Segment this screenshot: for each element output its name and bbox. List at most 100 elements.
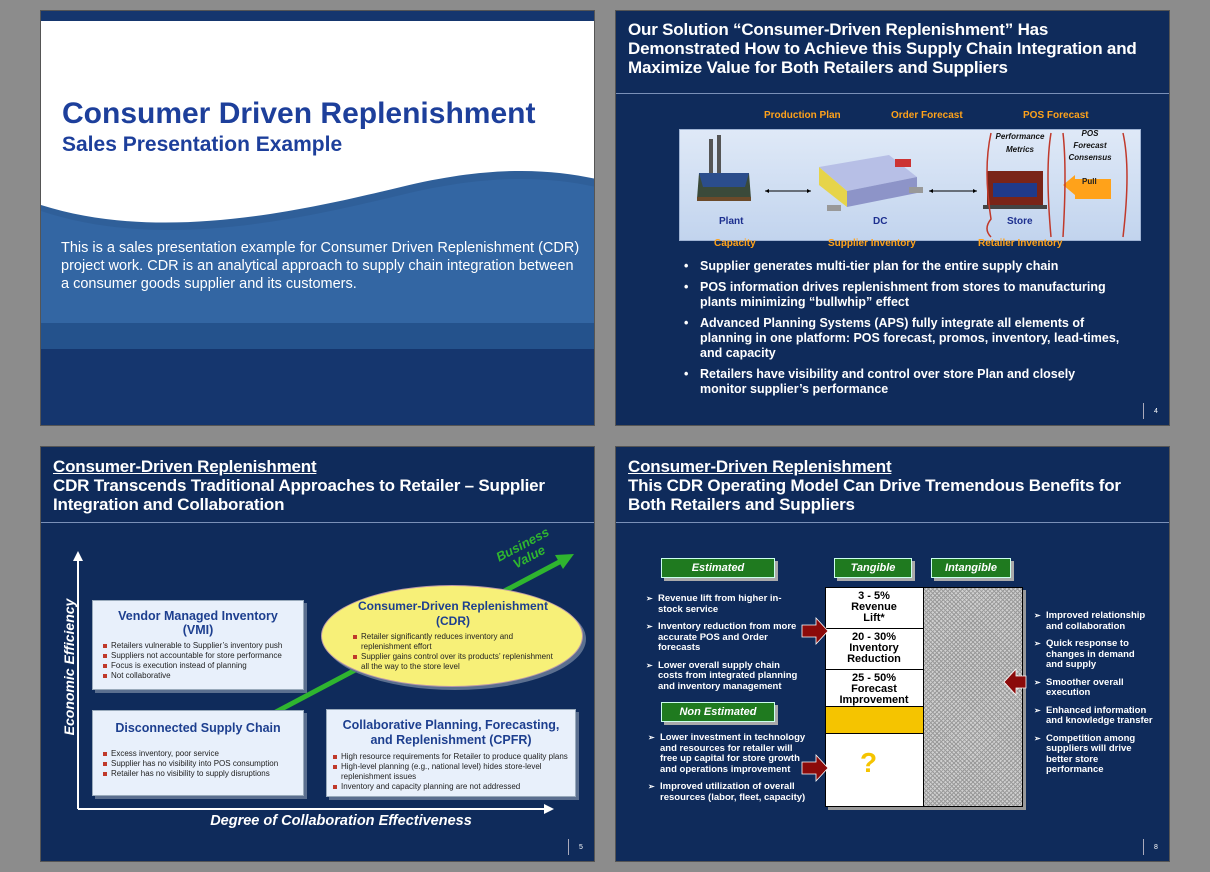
list-item: Competition among suppliers will drive b… <box>1034 733 1154 776</box>
pull-arrow <box>1063 175 1111 199</box>
list-item: Smoother overall execution <box>1034 677 1154 699</box>
list-item: Retailer has no visibility to supply dis… <box>103 769 293 779</box>
label-retailer-inventory: Retailer Inventory <box>978 238 1063 249</box>
top-band <box>41 11 594 21</box>
intangible-list: Improved relationship and collaboration … <box>1034 610 1154 783</box>
slide1-title: Consumer Driven Replenishment <box>62 97 536 130</box>
slide2-titlebar: Our Solution “Consumer-Driven Replenishm… <box>616 11 1169 94</box>
slide-solution: Our Solution “Consumer-Driven Replenishm… <box>615 10 1170 426</box>
disconnected-title: Disconnected Supply Chain <box>115 721 281 735</box>
plant-icon <box>697 135 751 201</box>
value-range: 25 - 50% <box>851 672 897 684</box>
performance-metrics-label: Performance Metrics <box>995 132 1045 154</box>
tangible-values: 3 - 5% Revenue Lift* 20 - 30% Inventory … <box>825 591 923 706</box>
wave-graphic <box>41 170 594 425</box>
page-number: 8 <box>1154 844 1158 851</box>
disconnected-list: Excess inventory, poor service Supplier … <box>103 749 293 779</box>
pull-label: Pull <box>1082 177 1097 186</box>
list-item: Lower overall supply chain costs from in… <box>646 660 806 693</box>
list-item: High-level planning (e.g., national leve… <box>333 762 569 782</box>
cdr-ellipse <box>321 585 583 687</box>
value-label: Forecast Improvement <box>839 683 909 706</box>
list-item: Lower investment in technology and resou… <box>648 732 808 775</box>
slide-transcends: Consumer-Driven Replenishment CDR Transc… <box>40 446 595 862</box>
node-dc: DC <box>873 216 888 227</box>
slide-title: Consumer Driven Replenishment Sales Pres… <box>40 10 595 426</box>
list-item: Supplier gains control over its products… <box>353 652 553 672</box>
intangible-header: Intangible <box>931 558 1011 578</box>
disconnected-card: Disconnected Supply Chain Excess invento… <box>92 710 304 796</box>
page-number: 5 <box>579 844 583 851</box>
slide-benefits: Consumer-Driven Replenishment This CDR O… <box>615 446 1170 862</box>
non-estimated-header: Non Estimated <box>661 702 775 722</box>
cdr-title: Consumer-Driven Replenishment (CDR) <box>357 599 549 628</box>
list-item: High resource requirements for Retailer … <box>333 752 569 762</box>
page-divider <box>568 839 569 855</box>
right-arrow-icon <box>801 616 829 646</box>
slide3-title: Consumer-Driven Replenishment CDR Transc… <box>53 457 588 514</box>
tangible-yellow-band <box>826 706 923 734</box>
list-item: Suppliers not accountable for store perf… <box>103 651 293 661</box>
value-label: Inventory Reduction <box>847 642 901 665</box>
store-icon <box>983 171 1047 209</box>
estimated-header: Estimated <box>661 558 775 578</box>
dc-icon <box>819 155 923 211</box>
node-plant: Plant <box>719 216 744 227</box>
cpfr-title: Collaborative Planning, Forecasting, and… <box>342 718 560 747</box>
list-item: Quick response to changes in demand and … <box>1034 638 1154 671</box>
left-arrow-icon <box>1003 667 1027 697</box>
slide3-title-line1: Consumer-Driven Replenishment <box>53 457 317 476</box>
list-item: Inventory and capacity planning are not … <box>333 782 569 792</box>
divider <box>825 628 923 629</box>
page-number: 4 <box>1154 408 1158 415</box>
bullet-item: POS information drives replenishment fro… <box>682 280 1122 310</box>
slide4-title-line1: Consumer-Driven Replenishment <box>628 457 892 476</box>
cpfr-list: High resource requirements for Retailer … <box>333 752 569 792</box>
slide3-title-line2: CDR Transcends Traditional Approaches to… <box>53 476 545 514</box>
bullet-item: Retailers have visibility and control ov… <box>682 367 1122 397</box>
intangible-column <box>923 587 1023 807</box>
pos-consensus-label: POS Forecast Consensus <box>1068 129 1112 162</box>
bullet-item: Supplier generates multi-tier plan for t… <box>682 259 1122 274</box>
list-item: Improved relationship and collaboration <box>1034 610 1154 632</box>
bullet-item: Advanced Planning Systems (APS) fully in… <box>682 316 1122 361</box>
slide1-subtitle: Sales Presentation Example <box>62 133 343 156</box>
list-item: Enhanced information and knowledge trans… <box>1034 705 1154 727</box>
label-order-forecast: Order Forecast <box>891 110 963 121</box>
value-range: 20 - 30% <box>851 631 897 643</box>
estimated-list: Revenue lift from higher in-stock servic… <box>646 593 806 699</box>
vmi-list: Retailers vulnerable to Supplier’s inven… <box>103 641 293 681</box>
list-item: Focus is execution instead of planning <box>103 661 293 671</box>
list-item: Excess inventory, poor service <box>103 749 293 759</box>
solution-bullets: Supplier generates multi-tier plan for t… <box>682 259 1122 403</box>
cdr-content: Consumer-Driven Replenishment (CDR) Reta… <box>353 599 553 672</box>
slide1-body: This is a sales presentation example for… <box>61 240 580 292</box>
slide2-title: Our Solution “Consumer-Driven Replenishm… <box>628 20 1137 77</box>
page-divider <box>1143 403 1144 419</box>
vmi-card: Vendor Managed Inventory (VMI) Retailers… <box>92 600 304 690</box>
list-item: Retailers vulnerable to Supplier’s inven… <box>103 641 293 651</box>
label-pos-forecast: POS Forecast <box>1023 110 1089 121</box>
list-item: Not collaborative <box>103 671 293 681</box>
cpfr-card: Collaborative Planning, Forecasting, and… <box>326 709 576 797</box>
question-mark: ? <box>860 747 878 778</box>
divider <box>825 669 923 670</box>
list-item: Retailer significantly reduces inventory… <box>353 632 553 652</box>
y-axis-label: Economic Efficiency <box>61 598 77 736</box>
page-divider <box>1143 839 1144 855</box>
value-range: 3 - 5% <box>858 590 890 602</box>
right-arrow-icon <box>801 753 829 783</box>
list-item: Improved utilization of overall resource… <box>648 781 808 803</box>
tangible-column <box>825 587 925 807</box>
slide4-title-line2: This CDR Operating Model Can Drive Treme… <box>628 476 1121 514</box>
value-label: Revenue Lift* <box>851 601 897 624</box>
slide4-title: Consumer-Driven Replenishment This CDR O… <box>628 457 1163 514</box>
label-supplier-inventory: Supplier Inventory <box>828 238 916 249</box>
label-capacity: Capacity <box>714 238 756 249</box>
supply-chain-graphics <box>697 132 1128 238</box>
slide3-titlebar: Consumer-Driven Replenishment CDR Transc… <box>41 447 594 523</box>
list-item: Revenue lift from higher in-stock servic… <box>646 593 806 615</box>
slide4-titlebar: Consumer-Driven Replenishment This CDR O… <box>616 447 1169 523</box>
non-estimated-list: Lower investment in technology and resou… <box>648 732 808 810</box>
vmi-title: Vendor Managed Inventory (VMI) <box>118 609 278 637</box>
